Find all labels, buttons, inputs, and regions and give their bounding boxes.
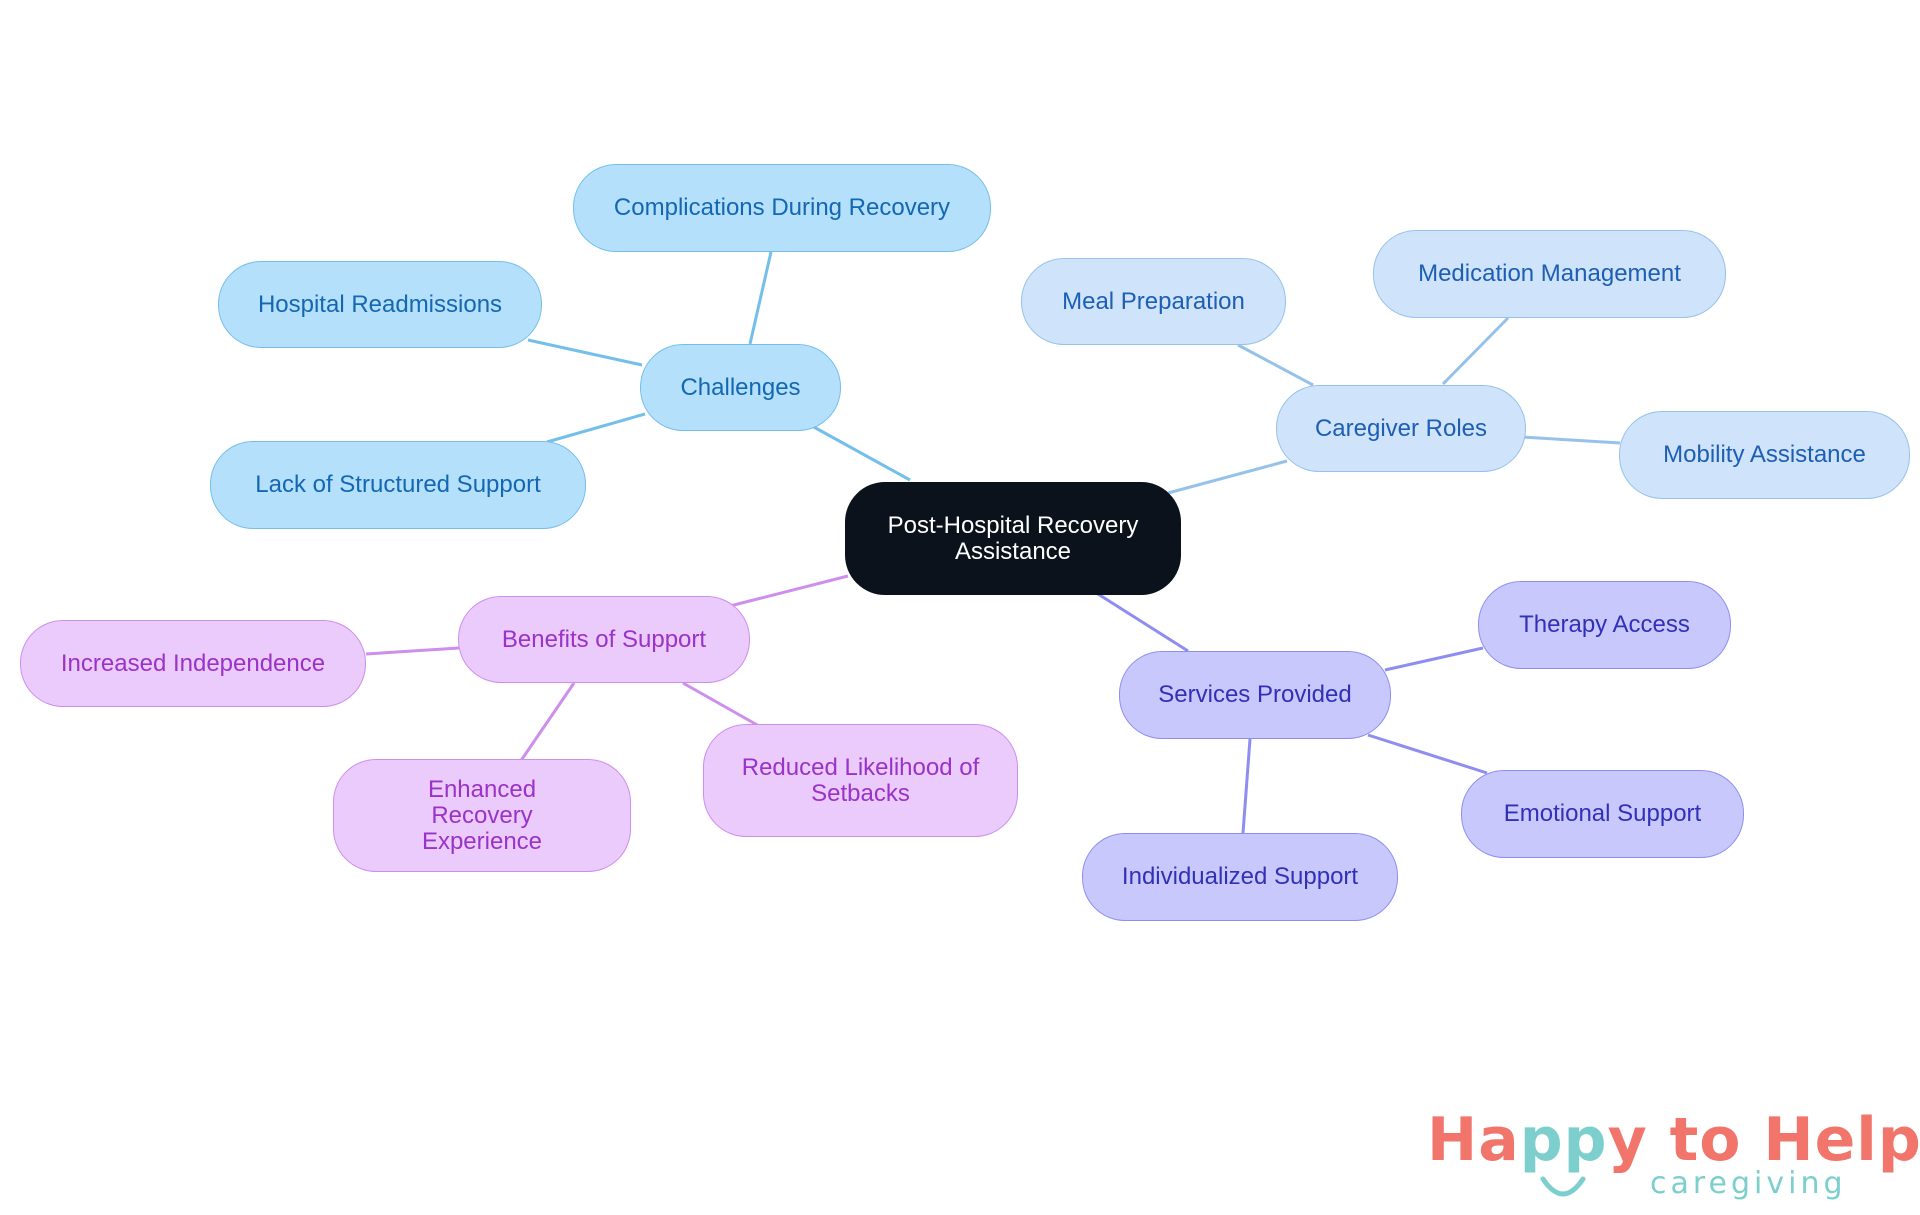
logo-wordmark: Happy to Help	[1427, 1105, 1920, 1175]
logo-text-part: Ha	[1427, 1105, 1520, 1175]
edge-challenges-readmissions	[527, 338, 643, 367]
leaf-node-label: Emotional Support	[1503, 800, 1702, 827]
leaf-node-meal-preparation[interactable]: Meal Preparation	[1021, 258, 1286, 345]
leaf-node-label: Medication Management	[1418, 260, 1681, 287]
edge-services-individualized	[1241, 738, 1252, 834]
logo-text-part: y to Help	[1607, 1105, 1920, 1175]
edge-caregiver-mobility	[1521, 435, 1621, 445]
leaf-node-therapy-access[interactable]: Therapy Access	[1478, 581, 1731, 669]
leaf-node-emotional-support[interactable]: Emotional Support	[1461, 770, 1744, 858]
leaf-node-label: Increased Independence	[60, 649, 326, 677]
edge-caregiver-meal	[1237, 343, 1314, 387]
smile-icon	[1540, 1176, 1586, 1197]
leaf-node-increased-independence[interactable]: Increased Independence	[20, 620, 366, 707]
leaf-node-label: Lack of Structured Support	[255, 471, 541, 498]
branch-node-challenges[interactable]: Challenges	[640, 344, 841, 431]
leaf-node-reduced-setbacks[interactable]: Reduced Likelihood of Setbacks	[703, 724, 1018, 837]
root-node[interactable]: Post-Hospital Recovery Assistance	[845, 482, 1181, 595]
branch-node-label: Challenges	[680, 373, 801, 401]
edge-root-benefits	[729, 574, 849, 608]
leaf-node-readmissions[interactable]: Hospital Readmissions	[218, 261, 542, 348]
leaf-node-label: Reduced Likelihood of Setbacks	[741, 753, 980, 807]
logo-text-part-teal: pp	[1519, 1105, 1608, 1175]
leaf-node-individualized-support[interactable]: Individualized Support	[1082, 833, 1398, 921]
branch-node-label: Caregiver Roles	[1314, 414, 1488, 442]
edge-root-caregiver	[1167, 459, 1288, 495]
edge-services-emotional	[1367, 733, 1488, 775]
leaf-node-mobility-assistance[interactable]: Mobility Assistance	[1619, 411, 1910, 499]
branch-node-services-provided[interactable]: Services Provided	[1119, 651, 1391, 739]
branch-node-label: Services Provided	[1158, 681, 1352, 708]
edge-challenges-structured	[546, 412, 646, 444]
edge-benefits-enhanced	[518, 682, 576, 763]
leaf-node-label: Individualized Support	[1121, 863, 1359, 890]
leaf-node-medication-management[interactable]: Medication Management	[1373, 230, 1726, 318]
leaf-node-label: Therapy Access	[1519, 611, 1690, 638]
root-node-label: Post-Hospital Recovery Assistance	[887, 511, 1139, 565]
edge-caregiver-medication	[1441, 316, 1510, 386]
leaf-node-label: Meal Preparation	[1062, 287, 1245, 315]
branch-node-caregiver-roles[interactable]: Caregiver Roles	[1276, 385, 1526, 472]
edge-benefits-reduced	[682, 681, 760, 728]
branch-node-benefits-of-support[interactable]: Benefits of Support	[458, 596, 750, 683]
leaf-node-structured-support[interactable]: Lack of Structured Support	[210, 441, 586, 529]
leaf-node-label: Hospital Readmissions	[257, 290, 503, 318]
edge-root-services	[1097, 592, 1189, 653]
edge-services-therapy	[1384, 646, 1484, 672]
edge-benefits-independence	[365, 646, 460, 656]
leaf-node-label: Complications During Recovery	[613, 194, 951, 221]
logo-tagline: caregiving	[1650, 1166, 1847, 1201]
leaf-node-enhanced-recovery[interactable]: Enhanced Recovery Experience	[333, 759, 631, 872]
edge-root-challenges	[811, 424, 911, 482]
leaf-node-complications[interactable]: Complications During Recovery	[573, 164, 991, 252]
branch-node-label: Benefits of Support	[501, 625, 707, 653]
happy-to-help-logo: Happy to Help caregiving	[1420, 1105, 1920, 1205]
leaf-node-label: Enhanced Recovery Experience	[421, 775, 543, 855]
edge-challenges-complications	[748, 251, 773, 345]
leaf-node-label: Mobility Assistance	[1663, 441, 1866, 468]
